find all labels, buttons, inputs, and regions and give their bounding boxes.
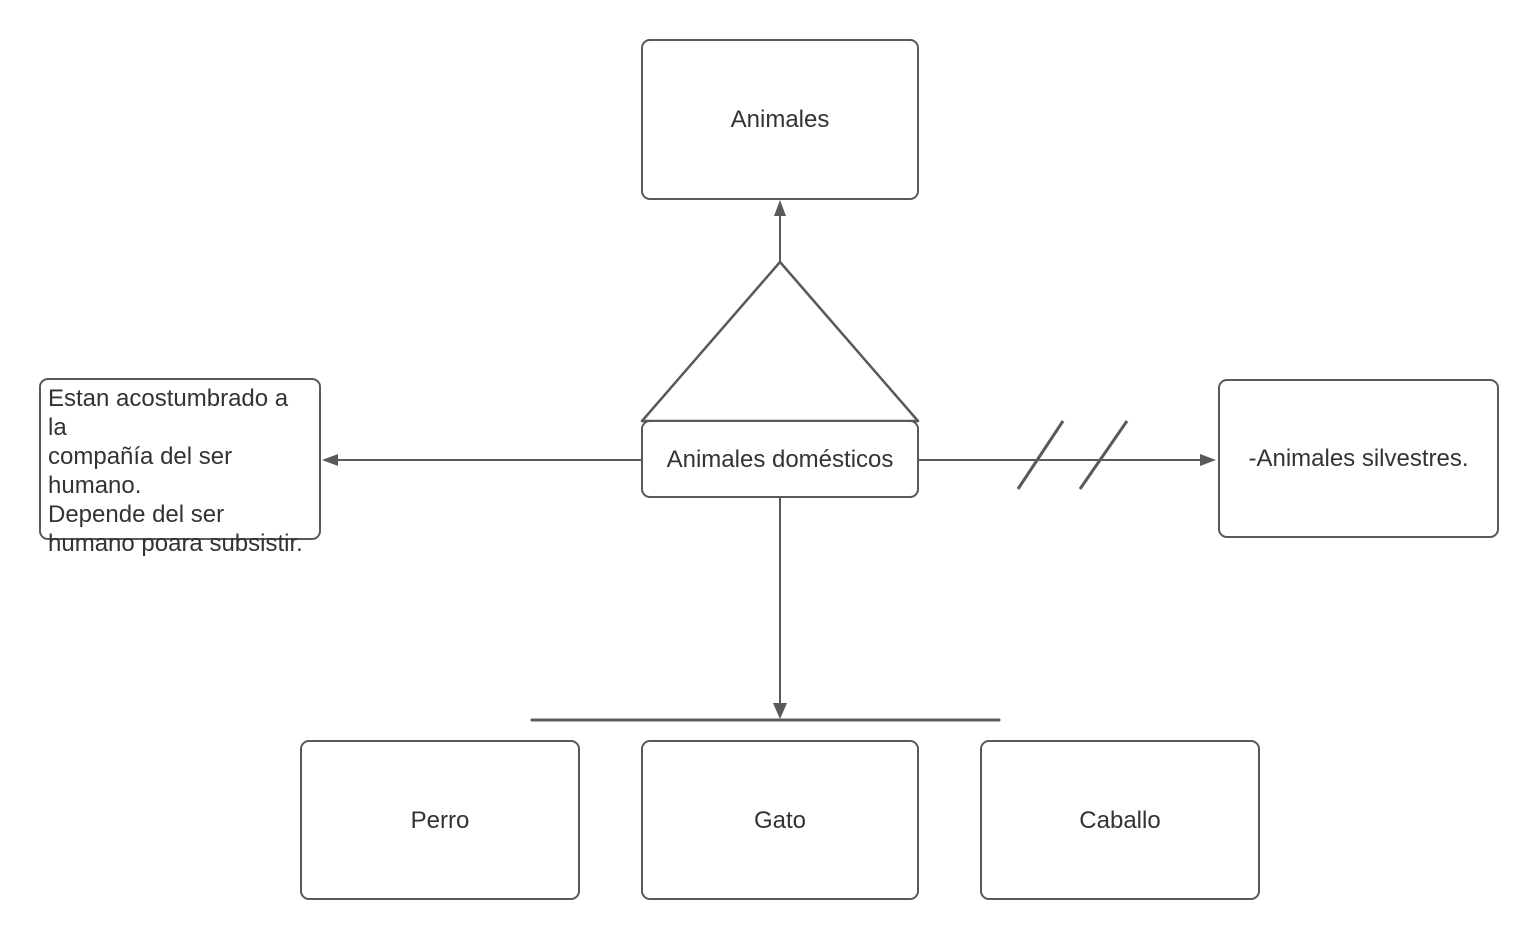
node-perro-label: Perro [410, 806, 470, 834]
node-animales[interactable]: Animales [641, 39, 919, 200]
node-descripcion[interactable]: Estan acostumbrado a la compañía del ser… [39, 378, 321, 557]
node-animales-domesticos-label: Animales domésticos [666, 445, 894, 473]
node-gato-label: Gato [753, 806, 807, 834]
node-gato[interactable]: Gato [641, 740, 919, 900]
node-perro[interactable]: Perro [300, 740, 580, 900]
node-animales-silvestres[interactable]: -Animales silvestres. [1218, 379, 1499, 538]
arrow-right[interactable] [919, 454, 1216, 466]
node-descripcion-text: Estan acostumbrado a la compañía del ser… [48, 385, 303, 557]
node-caballo[interactable]: Caballo [980, 740, 1260, 900]
node-animales-domesticos[interactable]: Animales domésticos [641, 420, 919, 498]
triangle-shape[interactable] [640, 260, 920, 423]
arrow-down[interactable] [773, 498, 787, 719]
node-animales-label: Animales [730, 106, 830, 133]
node-caballo-label: Caballo [1079, 806, 1161, 834]
node-animales-silvestres-label: -Animales silvestres. [1248, 445, 1469, 472]
arrow-left[interactable] [322, 454, 641, 466]
arrow-up[interactable] [774, 200, 786, 262]
break-slashes [1016, 420, 1129, 490]
